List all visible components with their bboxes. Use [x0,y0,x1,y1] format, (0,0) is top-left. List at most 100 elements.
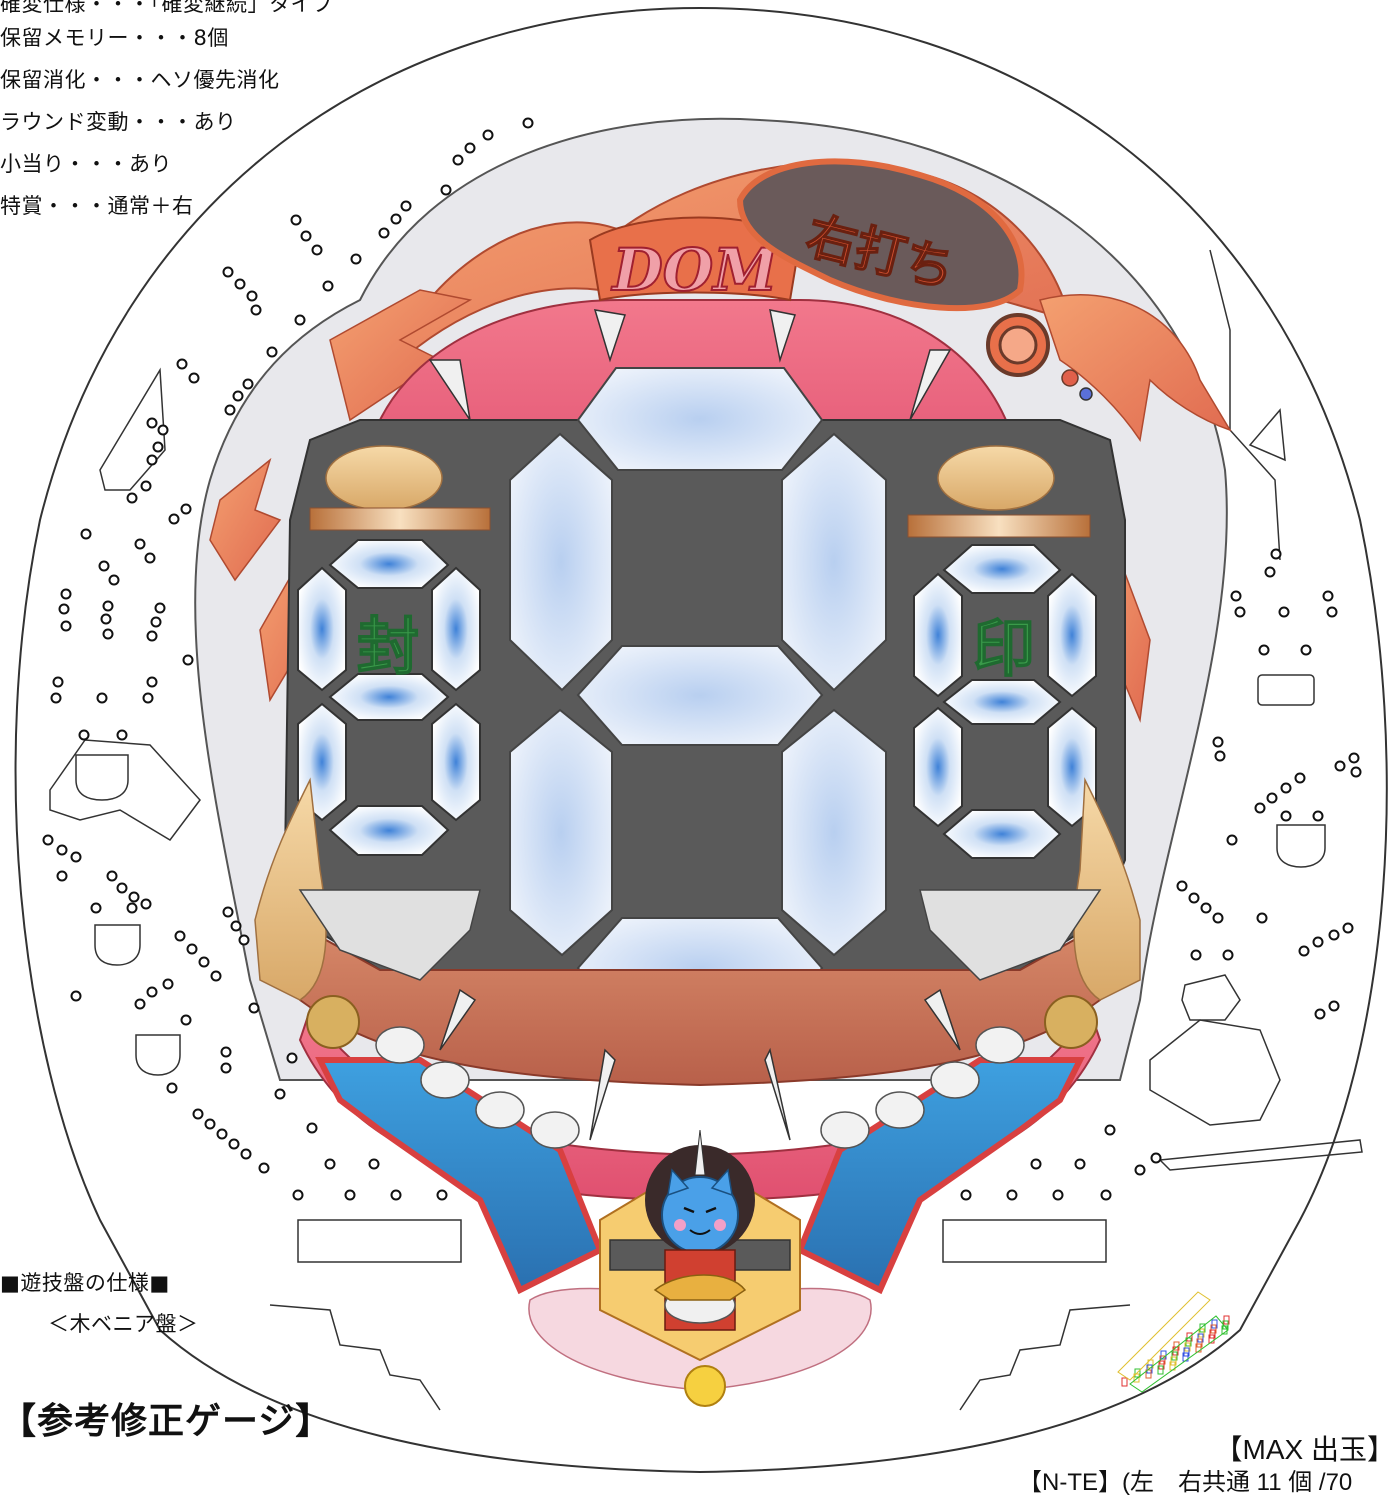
pin [222,266,234,278]
right-upper-pocket [1257,674,1315,706]
right-attacker-guide [1158,1139,1363,1171]
pin [220,1046,232,1058]
right-attacker [942,1219,1107,1263]
pin [368,1158,380,1170]
pin [146,676,158,688]
pin [146,454,158,466]
pin [1006,1189,1018,1201]
pin [146,986,158,998]
pin [126,492,138,504]
pin [274,1088,286,1100]
gauge-marker [1170,1356,1177,1366]
pin [1328,929,1340,941]
pin [162,978,174,990]
teeth [375,1026,1025,1149]
pin [378,227,390,239]
pin [150,616,162,628]
pin [1052,1189,1064,1201]
left-tulip-pocket [75,754,129,801]
left-rail [99,367,166,491]
pin [258,1162,270,1174]
pin [1264,566,1276,578]
pin [1326,606,1338,618]
left-bottom-pocket [135,1034,181,1076]
pin [78,729,90,741]
left-top-pad [325,445,443,511]
gauge-marker [1134,1368,1141,1378]
pin [70,990,82,1002]
spec-consume: 保留消化・・・ヘソ優先消化 [0,68,280,92]
pin [311,244,323,256]
pin [306,1122,318,1134]
pin [1104,1124,1116,1136]
pin [1258,644,1270,656]
pin [56,844,68,856]
pin [142,692,154,704]
pin [100,613,112,625]
gauge-marker [1195,1343,1202,1353]
pin [102,628,114,640]
right-bottom-ramp [959,1304,1131,1411]
pin [436,1189,448,1201]
pin [238,934,250,946]
board-spec-heading: ■遊技盤の仕様■ [0,1271,170,1295]
pin [180,1014,192,1026]
pin [180,503,192,515]
pin [1270,548,1282,560]
pin [300,230,312,242]
pin [1200,902,1212,914]
spec-small-hit: 小当り・・・あり [0,152,172,176]
right-reel-mark: 印 [973,612,1035,685]
right-tan-wing [1073,777,1141,1001]
segment-lower-left [509,708,613,957]
pin [222,906,234,918]
right-top-pad [937,445,1055,511]
left-tan-wing [254,777,327,1001]
pin-icon [42,117,1362,1201]
pin [140,898,152,910]
pin [174,930,186,942]
pin [1300,644,1312,656]
left-small-reel [297,539,481,856]
pin [144,552,156,564]
left-pocket-guide [49,739,201,841]
pin [106,870,118,882]
gauge-marker [1183,1347,1190,1357]
gauge-marker [1158,1360,1165,1370]
left-lower-pocket [94,924,141,966]
pin [56,870,68,882]
pin [1212,912,1224,924]
pin [134,538,146,550]
spec-memory: 保留メモリー・・・8個 [0,26,229,50]
pin [1226,834,1238,846]
gauge-marker [1121,1377,1128,1387]
right-blue-arm [796,1057,1085,1295]
gauge-marker [1197,1333,1204,1343]
right-gray-wing [919,889,1102,981]
pin [1234,606,1246,618]
pin [1280,782,1292,794]
pin [464,142,476,154]
pin [1254,802,1266,814]
pin [390,213,402,225]
top-left-fang [593,309,626,363]
logo-main-text: DOM [610,236,779,304]
pin [1322,590,1334,602]
pin [322,280,334,292]
pin [42,834,54,846]
gauge-marker [1211,1319,1218,1329]
right-small-reel [913,544,1097,859]
left-reel-mark: 封 [357,610,419,683]
gauge-title: 【参考修正ゲージ】 [0,1401,333,1442]
gauge-marker [1210,1324,1217,1334]
pin [70,851,82,863]
pin [60,620,72,632]
lower-mid-right-fang [764,1047,791,1141]
pin [134,998,146,1010]
pin [152,441,164,453]
right-gold-ball [1044,995,1098,1049]
pin [350,253,362,265]
pin [1294,772,1306,784]
logo-dot-red [1061,369,1079,387]
